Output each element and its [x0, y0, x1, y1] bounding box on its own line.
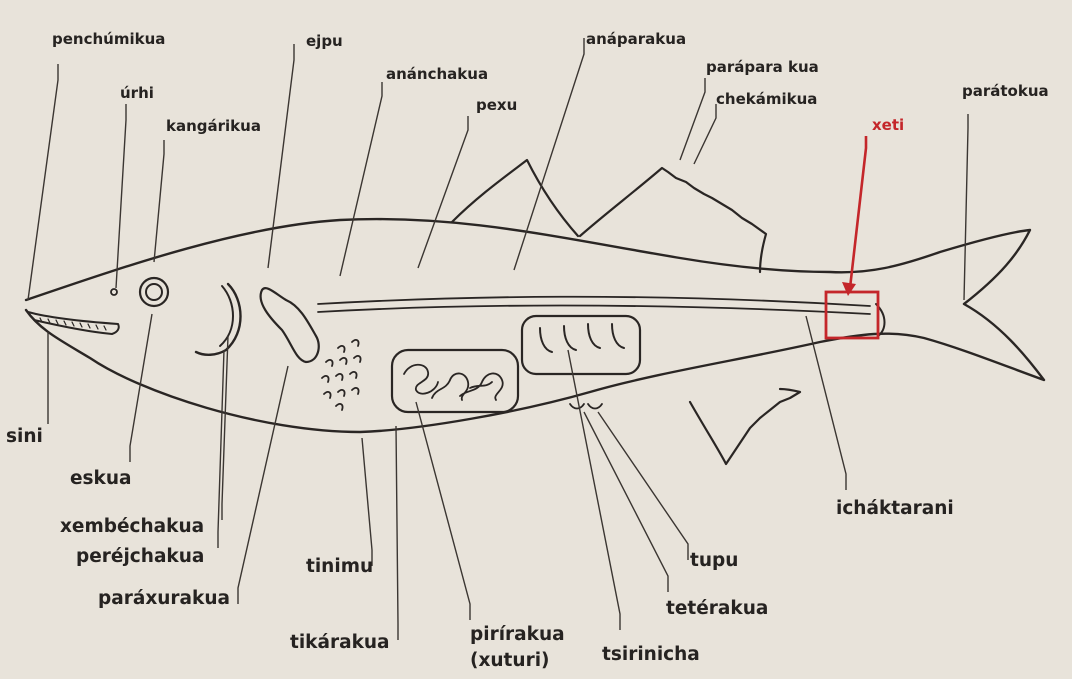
label-anachakua: anánchakua [386, 65, 488, 83]
label-ejpu: ejpu [306, 32, 343, 50]
label-kangarikua: kangárikua [166, 117, 261, 135]
label-perejchakua: peréjchakua [76, 546, 204, 567]
label-sini: sini [6, 426, 43, 447]
label-tsirinicha: tsirinicha [602, 644, 700, 665]
label-paraxurakua: paráxurakua [98, 588, 230, 609]
label-xeti: xeti [872, 116, 904, 134]
label-pexu: pexu [476, 96, 517, 114]
label-paraparakua: parápara kua [706, 58, 819, 76]
label-teterakua: tetérakua [666, 598, 768, 619]
label-tinimu: tinimu [306, 556, 373, 577]
label-chekamikua: chekámikua [716, 90, 817, 108]
label-paratokua: parátokua [962, 82, 1049, 100]
label-penchumikua: penchúmikua [52, 30, 165, 48]
label-xembechakua: xembéchakua [60, 516, 204, 537]
label-eskua: eskua [70, 468, 132, 489]
label-tupu: tupu [690, 550, 738, 571]
label-anaparakua: anáparakua [586, 30, 686, 48]
label-urhi: úrhi [120, 84, 154, 102]
label-pirirakua: pirírakua [470, 624, 565, 645]
label-xuturi: (xuturi) [470, 650, 550, 671]
label-tikarakua: tikárakua [290, 632, 390, 653]
label-ichaktarani: icháktarani [836, 498, 954, 519]
